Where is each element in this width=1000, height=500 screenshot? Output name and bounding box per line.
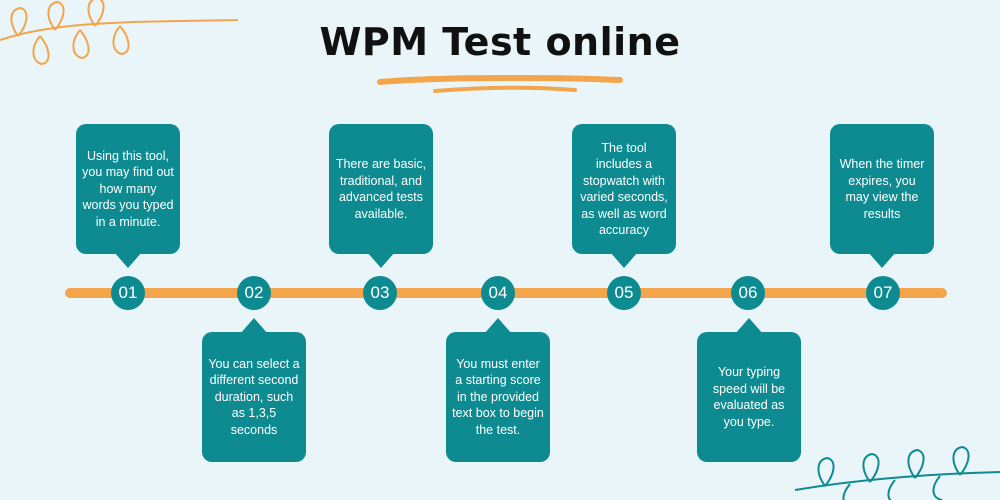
step-text: There are basic, traditional, and advanc…	[335, 157, 427, 221]
step-card-04: You must enter a starting score in the p…	[446, 332, 550, 462]
step-card-07: When the timer expires, you may view the…	[830, 124, 934, 254]
brush-underline-icon	[377, 74, 623, 93]
step-card-02: You can select a different second durati…	[202, 332, 306, 462]
step-text: Using this tool, you may find out how ma…	[82, 148, 174, 229]
vine-decoration-icon	[795, 445, 1000, 500]
step-card-05: The tool includes a stopwatch with varie…	[572, 124, 676, 254]
step-number-02: 02	[237, 276, 271, 310]
step-number-03: 03	[363, 276, 397, 310]
step-card-03: There are basic, traditional, and advanc…	[329, 124, 433, 254]
vine-decoration-icon	[0, 0, 239, 66]
step-number-05: 05	[607, 276, 641, 310]
step-card-06: Your typing speed will be evaluated as y…	[697, 332, 801, 462]
step-number-04: 04	[481, 276, 515, 310]
page-title: WPM Test online	[319, 20, 681, 64]
step-text: You must enter a starting score in the p…	[452, 356, 544, 437]
step-number-01: 01	[111, 276, 145, 310]
step-text: Your typing speed will be evaluated as y…	[712, 365, 786, 429]
step-text: You can select a different second durati…	[208, 356, 300, 437]
step-number-06: 06	[731, 276, 765, 310]
step-text: The tool includes a stopwatch with varie…	[580, 140, 668, 238]
step-number-07: 07	[866, 276, 900, 310]
step-card-01: Using this tool, you may find out how ma…	[76, 124, 180, 254]
step-text: When the timer expires, you may view the…	[839, 157, 925, 221]
